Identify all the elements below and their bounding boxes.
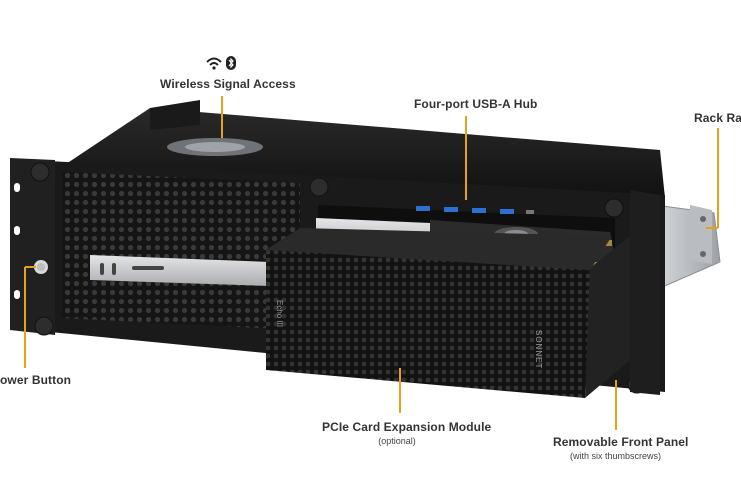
rack-rail-label: Rack Rail — [694, 111, 741, 125]
wireless-callout: Wireless Signal Access — [160, 77, 296, 91]
pcie-module-front — [266, 250, 590, 398]
power-button-label: ower Button — [0, 373, 72, 387]
front-panel-callout: Removable Front Panel (with six thumbscr… — [553, 435, 689, 461]
usb-hub-callout: Four-port USB-A Hub — [414, 97, 537, 111]
wireless-icons — [206, 56, 236, 70]
front-panel-label: Removable Front Panel — [553, 435, 689, 449]
front-panel-sublabel: (with six thumbscrews) — [569, 451, 661, 461]
pcie-module-label: PCIe Card Expansion Module — [322, 420, 492, 434]
wireless-label: Wireless Signal Access — [160, 77, 296, 91]
power-button-callout: ower Button — [0, 373, 71, 387]
wifi-icon — [206, 57, 222, 70]
rack-rail — [654, 204, 721, 289]
pcie-module-callout: PCIe Card Expansion Module (optional) — [322, 420, 492, 446]
bluetooth-icon — [226, 56, 236, 70]
front-vent — [62, 172, 300, 330]
usb-ports — [416, 206, 534, 214]
pcie-module-sublabel: (optional) — [378, 436, 416, 446]
computer-front — [90, 255, 270, 286]
left-rack-ear — [10, 158, 55, 335]
usb-hub-label: Four-port USB-A Hub — [414, 97, 538, 111]
rack-rail-callout: Rack Rail — [694, 111, 741, 125]
